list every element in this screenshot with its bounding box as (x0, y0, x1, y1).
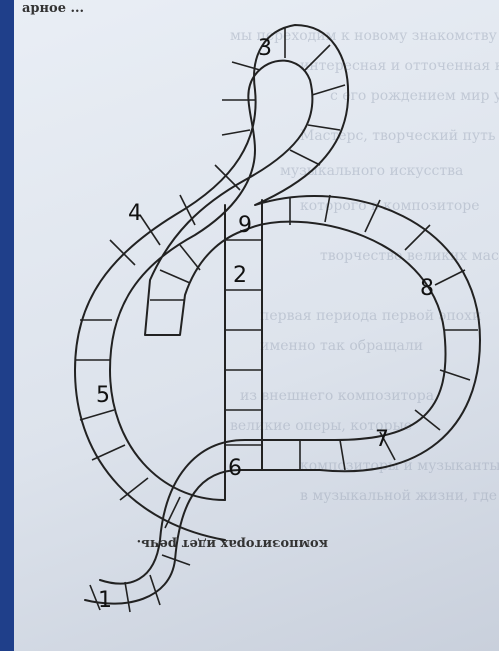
space-number-2: 2 (233, 263, 247, 288)
svg-text:в музыкальной жизни, где: в музыкальной жизни, где (300, 488, 497, 504)
space-number-3: 3 (258, 36, 272, 61)
space-number-1: 1 (98, 588, 112, 613)
space-number-4: 4 (128, 201, 142, 226)
space-number-9: 9 (238, 213, 252, 238)
board-game-svg: мы переходим к новому знакомству интерес… (14, 0, 499, 651)
svg-text:музыкального искусства: музыкального искусства (280, 163, 463, 179)
space-number-6: 6 (228, 456, 242, 481)
svg-text:Мастерс, творческий путь: Мастерс, творческий путь (300, 128, 496, 144)
svg-text:творчество великих мастеров: творчество великих мастеров (320, 248, 499, 264)
svg-text:из внешнего композитора: из внешнего композитора (240, 388, 434, 404)
svg-text:именно так обращали: именно так обращали (260, 338, 423, 354)
space-number-8: 8 (420, 276, 434, 301)
svg-text:интересная и отточенная композ: интересная и отточенная композиция (300, 58, 499, 74)
svg-text:с его рождением мир узнал: с его рождением мир узнал (330, 88, 499, 104)
book-page: мы переходим к новому знакомству интерес… (14, 0, 499, 651)
page-header: арное ... (22, 1, 84, 16)
svg-text:первая периода первой эпохи: первая периода первой эпохи (260, 308, 481, 324)
space-number-7: 7 (375, 427, 389, 452)
space-number-5: 5 (96, 383, 110, 408)
page-footer: композиторах идет речь. (137, 536, 328, 551)
